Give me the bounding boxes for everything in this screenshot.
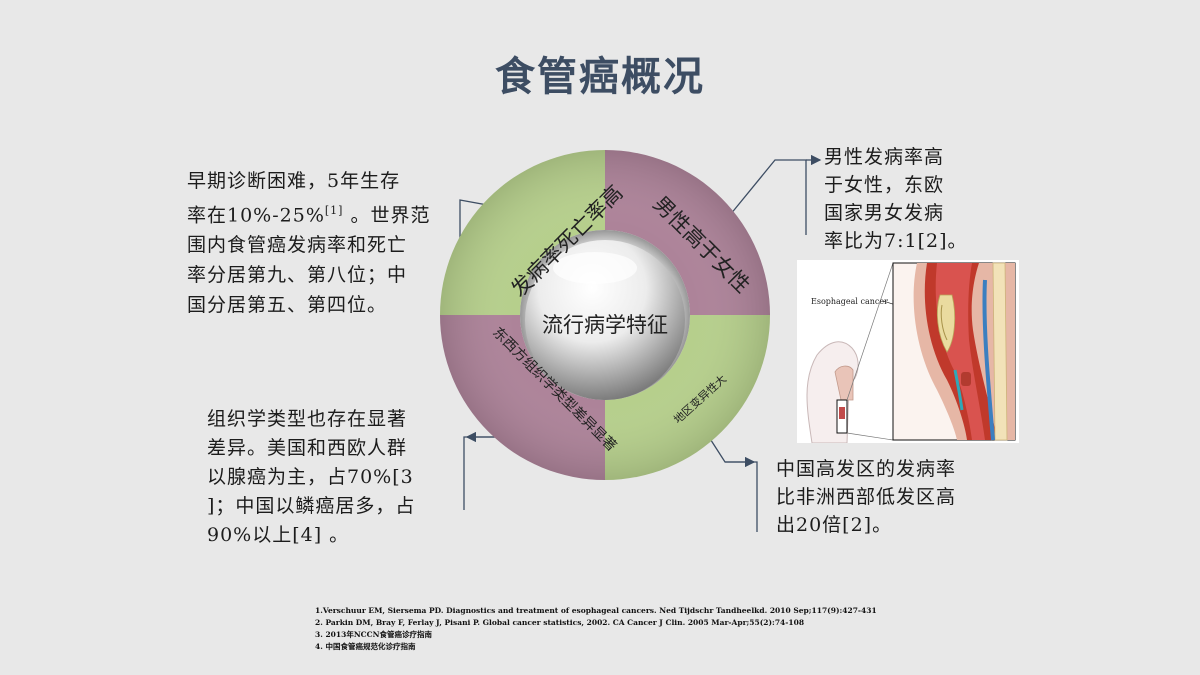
- text-line: 90%以上[4] 。: [207, 524, 350, 546]
- illustration-label: Esophageal cancer: [811, 297, 888, 306]
- text-line: ]；中国以鳞癌居多，占: [207, 495, 416, 517]
- references: 1.Verschuur EM, Siersema PD. Diagnostics…: [315, 605, 877, 653]
- reference-item: 1.Verschuur EM, Siersema PD. Diagnostics…: [315, 606, 877, 615]
- center-sphere: [525, 240, 685, 400]
- text-line: 组织学类型也存在显著: [207, 408, 408, 430]
- text-histology: 组织学类型也存在显著 差异。美国和西欧人群 以腺癌为主，占70%[3 ]；中国以…: [207, 405, 415, 550]
- slide-title: 食管癌概况: [495, 54, 705, 100]
- text-line: 国家男女发病: [824, 202, 945, 224]
- text-line: 差异。美国和西欧人群: [207, 437, 408, 459]
- text-span: 。世界范: [343, 204, 431, 227]
- reference-item: 2. Parkin DM, Bray F, Ferlay J, Pisani P…: [315, 618, 805, 627]
- esophageal-cancer-illustration: Esophageal cancer: [797, 260, 1019, 443]
- sphere-highlight: [553, 252, 637, 284]
- text-span: 率在10%-25%: [187, 204, 325, 227]
- text-line: 国分居第五、第四位。: [187, 294, 388, 317]
- center-label: 流行病学特征: [542, 313, 668, 337]
- citation: [1]: [324, 204, 344, 217]
- text-line: 率分居第九、第八位；中: [187, 264, 408, 287]
- text-line: 早期诊断困难，5年生存: [187, 170, 401, 192]
- text-line: 比非洲西部低发区高: [776, 486, 957, 508]
- text-line: 于女性，东欧: [824, 174, 945, 196]
- text-line: 中国高发区的发病率: [776, 458, 957, 480]
- text-mortality: 早期诊断困难，5年生存 率在10%-25%[1] 。世界范 围内食管癌发病率和死…: [187, 166, 431, 320]
- reference-item: 4. 中国食管癌规范化诊疗指南: [315, 642, 416, 651]
- text-line: 围内食管癌发病率和死亡: [187, 234, 408, 257]
- reference-item: 3. 2013年NCCN食管癌诊疗指南: [315, 630, 432, 639]
- text-line: 以腺癌为主，占70%[3: [207, 466, 414, 488]
- text-regional: 中国高发区的发病率 比非洲西部低发区高 出20倍[2]。: [776, 455, 956, 539]
- text-line: 率比为7:1[2]。: [824, 230, 968, 252]
- text-line: 率在10%-25%[1] 。世界范: [187, 196, 431, 230]
- text-gender: 男性发病率高 于女性，东欧 国家男女发病 率比为7:1[2]。: [824, 143, 968, 255]
- text-line: 出20倍[2]。: [776, 514, 893, 536]
- epidemiology-ring-diagram: 发病率死亡率高 男性高于女性 东西方组织学类型差异显著 地区变异性大 流行病学特…: [440, 150, 770, 480]
- callout-bottom-right: [706, 433, 758, 532]
- callout-top-right: [729, 154, 822, 235]
- text-line: 男性发病率高: [824, 146, 945, 168]
